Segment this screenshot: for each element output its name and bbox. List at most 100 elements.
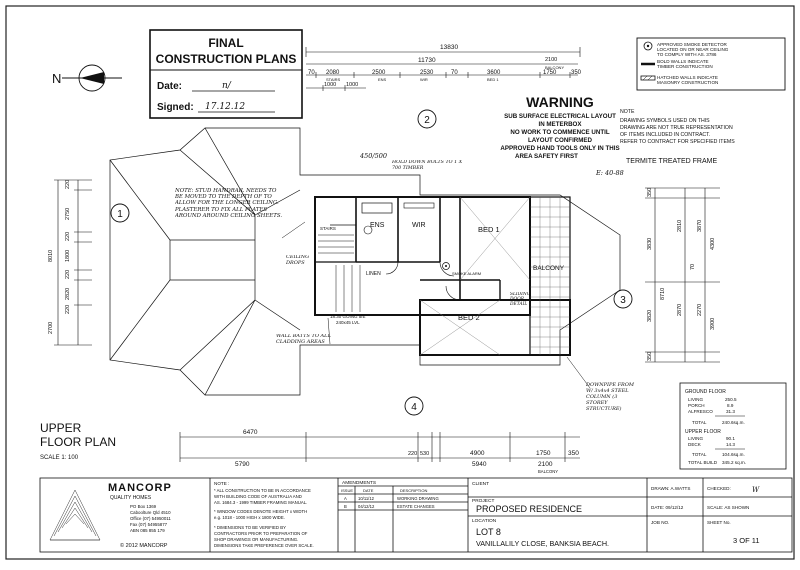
table-row: B xyxy=(344,504,347,509)
svg-text:SMOKE ALARM: SMOKE ALARM xyxy=(452,271,481,276)
smoke-detector-icon xyxy=(643,41,653,51)
svg-text:8710: 8710 xyxy=(660,288,666,300)
svg-text:3820: 3820 xyxy=(647,310,653,322)
bottom-dimensions xyxy=(179,432,580,462)
project-info: CLIENT PROJECT PROPOSED RESIDENCE LOCATI… xyxy=(472,481,609,548)
svg-text:5790: 5790 xyxy=(235,461,250,468)
svg-text:70: 70 xyxy=(690,264,696,270)
svg-text:220: 220 xyxy=(65,305,71,314)
annotation-handrail: NOTE: STUD HANDRAIL NEEDS TO BE MOVED TO… xyxy=(175,188,283,219)
svg-text:4300: 4300 xyxy=(710,238,716,250)
svg-text:TOTAL: TOTAL xyxy=(692,452,707,457)
svg-text:5940: 5940 xyxy=(472,461,487,468)
svg-text:350: 350 xyxy=(647,352,653,361)
svg-text:DATE: DATE xyxy=(363,488,374,493)
roof-outline xyxy=(109,127,621,396)
svg-text:10/11/12: 10/11/12 xyxy=(358,496,375,501)
svg-text:BALCONY: BALCONY xyxy=(538,469,558,474)
left-dimensions xyxy=(54,179,92,346)
svg-text:BALCONY: BALCONY xyxy=(545,65,564,70)
svg-text:REFER TO CONTRACT FOR SPECIFIE: REFER TO CONTRACT FOR SPECIFIED ITEMS xyxy=(620,139,735,145)
annotation-ceiling-drops: CEILING DROPS xyxy=(286,255,310,266)
svg-text:DRAWN: A.WATTS: DRAWN: A.WATTS xyxy=(651,486,690,491)
svg-text:AREA SAFETY FIRST: AREA SAFETY FIRST xyxy=(515,153,578,160)
svg-text:NO WORK TO COMMENCE UNTIL: NO WORK TO COMMENCE UNTIL xyxy=(510,129,609,136)
stamp-date-label: Date: xyxy=(157,81,182,92)
svg-text:2700: 2700 xyxy=(48,322,54,334)
svg-text:LIVING: LIVING xyxy=(688,397,703,402)
annotation-wall-batts: WALL BATTS TO ALL CLADDING AREAS xyxy=(276,334,331,345)
svg-text:Office (07) 54950011: Office (07) 54950011 xyxy=(130,516,171,521)
svg-text:2100: 2100 xyxy=(545,57,557,63)
svg-text:1750: 1750 xyxy=(543,70,557,76)
page-border xyxy=(5,5,795,560)
svg-text:70: 70 xyxy=(308,70,315,76)
svg-text:CONTRACTORS PRIOR TO PREPARATI: CONTRACTORS PRIOR TO PREPARATION OF xyxy=(214,531,308,536)
svg-text:JOB NO.: JOB NO. xyxy=(651,520,669,525)
stamp-signed-value: 17.12.12 xyxy=(205,102,245,112)
termite-note: TERMITE TREATED FRAME xyxy=(626,158,717,165)
svg-text:220: 220 xyxy=(65,270,71,279)
svg-text:2810: 2810 xyxy=(677,220,683,232)
svg-text:UPPER: UPPER xyxy=(40,421,82,435)
room-wir: WIR xyxy=(412,222,426,229)
annotation-sliding-door: SLIDING DOOR DETAIL xyxy=(510,292,531,308)
svg-text:ESTATE CHANGES: ESTATE CHANGES xyxy=(397,504,435,509)
smoke-alarm-icon xyxy=(442,262,450,270)
svg-text:ABN 085 855 179: ABN 085 855 179 xyxy=(130,528,165,533)
legend-box: APPROVED SMOKE DETECTOR LOCATED ON OR NE… xyxy=(636,37,786,91)
north-arrow-icon: N xyxy=(52,64,122,92)
svg-text:2500: 2500 xyxy=(372,70,386,76)
svg-text:LOCATED ON OR NEAR CEILING: LOCATED ON OR NEAR CEILING xyxy=(657,47,729,52)
svg-text:240x45 LVL: 240x45 LVL xyxy=(336,320,360,325)
svg-text:2: 2 xyxy=(424,115,430,126)
svg-text:SCALE 1: 100: SCALE 1: 100 xyxy=(40,455,79,461)
svg-text:ENS: ENS xyxy=(378,77,387,82)
lot-number: LOT 8 xyxy=(476,527,501,537)
sheet-number: 3 OF 11 xyxy=(733,536,760,545)
svg-text:CLIENT: CLIENT xyxy=(472,481,489,487)
svg-text:DRAWING SYMBOLS USED ON THIS: DRAWING SYMBOLS USED ON THIS xyxy=(620,118,710,124)
annotation-downpipe: DOWNPIPE FROM W/ 3x4x4 STEEL COLUMN (3 S… xyxy=(586,382,635,412)
doors xyxy=(385,261,461,301)
svg-text:3: 3 xyxy=(620,295,626,306)
svg-text:OF ITEMS INCLUDED IN CONTRACT.: OF ITEMS INCLUDED IN CONTRACT. xyxy=(620,132,710,138)
room-bed2: BED 2 xyxy=(458,313,480,322)
svg-text:8010: 8010 xyxy=(48,250,54,262)
svg-text:NOTE :: NOTE : xyxy=(214,481,229,486)
svg-text:Fax (07) 54955877: Fax (07) 54955877 xyxy=(130,522,168,527)
svg-text:DRAWING ARE NOT TRUE REPRESENT: DRAWING ARE NOT TRUE REPRESENTATION xyxy=(620,125,733,131)
stamp-title-2: CONSTRUCTION PLANS xyxy=(156,52,297,66)
handwritten-annotations: NOTE: STUD HANDRAIL NEEDS TO BE MOVED TO… xyxy=(175,152,635,412)
svg-text:220: 220 xyxy=(408,451,417,457)
table-row: A xyxy=(344,496,347,501)
svg-text:14.3: 14.3 xyxy=(726,442,735,447)
svg-text:2870: 2870 xyxy=(677,304,683,316)
svg-text:1000: 1000 xyxy=(346,82,358,88)
svg-text:1: 1 xyxy=(117,209,123,220)
mancorp-logo-icon xyxy=(49,489,101,541)
company-logo: MANCORP QUALITY HOMES PO Box 1369 Cabool… xyxy=(49,482,171,549)
svg-text:8.9: 8.9 xyxy=(727,403,734,408)
svg-text:MASONRY CONSTRUCTION: MASONRY CONSTRUCTION xyxy=(657,80,718,85)
svg-text:PO Box 1369: PO Box 1369 xyxy=(130,504,157,509)
svg-text:UPPER FLOOR: UPPER FLOOR xyxy=(685,429,721,435)
plan-title: UPPER FLOOR PLAN SCALE 1: 100 xyxy=(40,421,116,461)
room-balcony: BALCONY xyxy=(533,265,565,272)
svg-text:TIMBER CONSTRUCTION: TIMBER CONSTRUCTION xyxy=(657,64,713,69)
svg-text:3900: 3900 xyxy=(710,318,716,330)
area-schedule: GROUND FLOOR LIVING 250.5 PORCH 8.9 ALFR… xyxy=(679,382,787,470)
svg-text:250.5: 250.5 xyxy=(725,397,737,402)
svg-text:104.6sq.m.: 104.6sq.m. xyxy=(722,452,745,457)
svg-text:ALFRESCO: ALFRESCO xyxy=(688,409,713,414)
room-stairs: STAIRS xyxy=(320,226,336,231)
balcony-tiles xyxy=(529,196,571,356)
sheet-info: DRAWN: A.WATTS CHECKED: W DATE: 09/12/12… xyxy=(651,486,760,545)
svg-text:04/12/12: 04/12/12 xyxy=(358,504,375,509)
annotation-450: 450/500 xyxy=(359,152,387,160)
svg-text:WIR: WIR xyxy=(420,77,428,82)
svg-text:18.30 GOING 5/E: 18.30 GOING 5/E xyxy=(330,314,366,319)
svg-text:LOCATION: LOCATION xyxy=(472,518,497,524)
stamp-title-1: FINAL xyxy=(208,36,243,50)
svg-text:AMENDMENTS: AMENDMENTS xyxy=(342,480,376,486)
